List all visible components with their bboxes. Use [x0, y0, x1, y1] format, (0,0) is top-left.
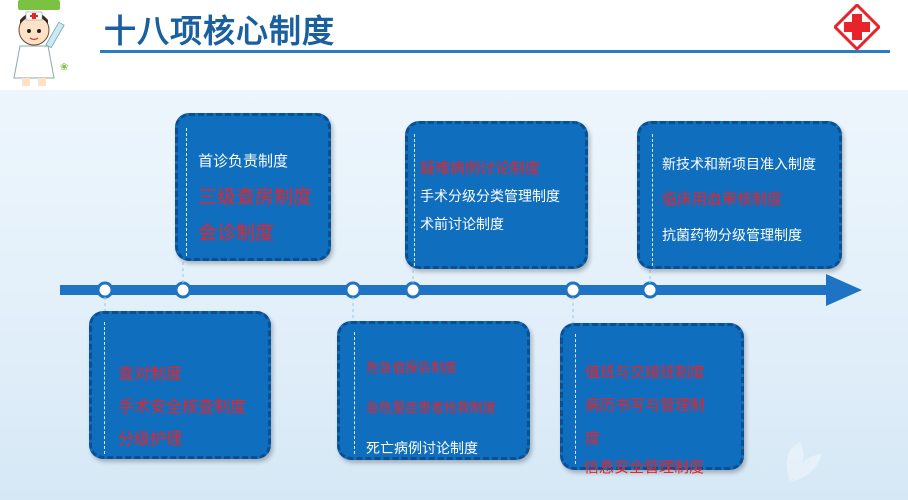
card-item: 手术分级分类管理制度 [420, 189, 560, 205]
title-underline [100, 50, 890, 53]
card-item: 新技术和新项目准入制度 [662, 157, 816, 173]
card-item: 疑难病例讨论制度 [420, 159, 541, 177]
card-item: 病历书写与管理制 [585, 396, 706, 414]
timeline-node [174, 281, 192, 299]
card-item: 分级护理 [118, 429, 183, 448]
red-cross-icon [834, 4, 880, 50]
card-stem [186, 128, 187, 256]
page-title: 十八项核心制度 [104, 12, 336, 50]
card-item: 度 [585, 429, 601, 447]
timeline-node [564, 281, 582, 299]
card-stem [652, 134, 653, 266]
timeline-bar [60, 285, 830, 295]
timeline-node [96, 281, 114, 299]
card-stem [575, 334, 576, 464]
card-item: 会诊制度 [198, 222, 275, 244]
card-top-2: 疑难病例讨论制度 手术分级分类管理制度 术前讨论制度 [405, 121, 588, 269]
card-item: 手术安全核查制度 [118, 397, 247, 416]
card-top-1: 首诊负责制度 三级查房制度 会诊制度 [175, 113, 331, 261]
card-item: 三级查房制度 [198, 186, 313, 208]
card-item: 术前讨论制度 [420, 217, 504, 233]
card-item: 查对制度 [118, 364, 183, 383]
card-item: 首诊负责制度 [198, 152, 289, 170]
nurse-mascot-icon: ❀ [13, 0, 68, 86]
svg-text:❀: ❀ [60, 62, 68, 73]
card-stem [414, 134, 415, 266]
card-item: 抗菌药物分级管理制度 [662, 228, 802, 244]
card-item: 急危重症患者抢救制度 [366, 401, 497, 416]
card-item: 值班与交接班制度 [585, 363, 706, 381]
card-bottom-3: 值班与交接班制度 病历书写与管理制 度 [560, 323, 744, 470]
card-bottom-1: 查对制度 手术安全核查制度 分级护理 [89, 311, 271, 459]
card-item: 临床用血审核制度 [662, 190, 783, 208]
card-stem [354, 332, 355, 454]
timeline-node [344, 281, 362, 299]
timeline-node [641, 281, 659, 299]
timeline-arrowhead [826, 274, 862, 306]
card-top-3: 新技术和新项目准入制度 临床用血审核制度 抗菌药物分级管理制度 [637, 121, 842, 269]
card-item: 危急值报告制度 [366, 361, 458, 376]
card-stem [104, 322, 105, 454]
slide-header: ❀ 十八项核心制度 [0, 0, 908, 90]
card-bottom-2: 危急值报告制度 急危重症患者抢救制度 死亡病例讨论制度 [337, 321, 530, 460]
card-item-overflow: 信息安全管理制度 [584, 458, 705, 476]
card-item: 死亡病例讨论制度 [366, 441, 478, 457]
timeline-node [404, 281, 422, 299]
flower-watermark-icon [786, 442, 822, 482]
